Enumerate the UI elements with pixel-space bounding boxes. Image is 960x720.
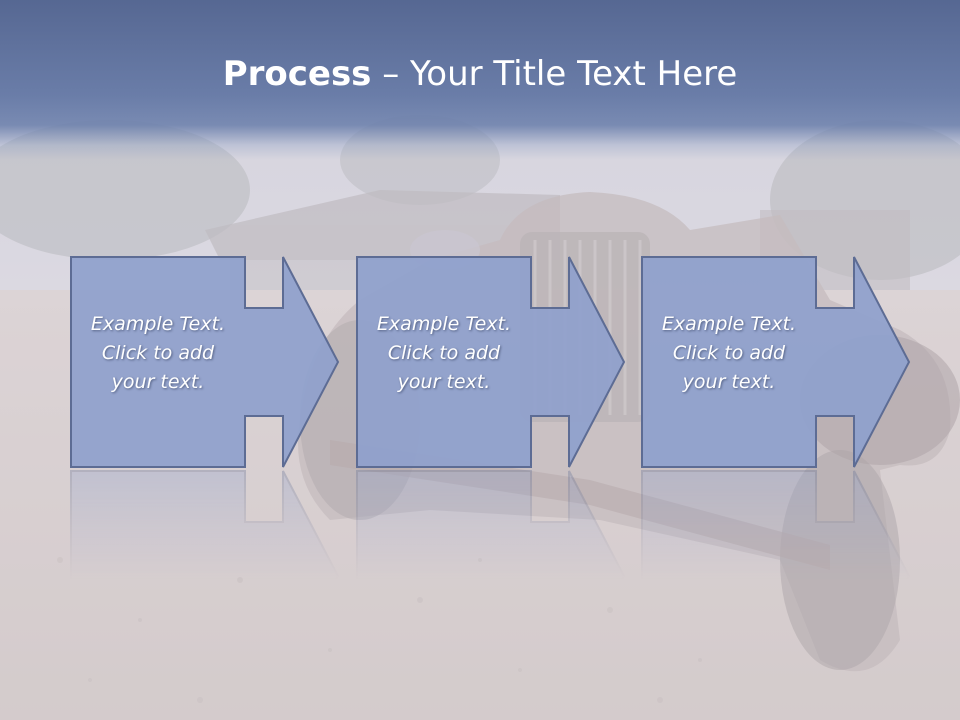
step-arrow-shape [641,256,911,468]
step-text-line-2: Click to add [101,342,215,364]
step-reflection [356,470,646,580]
step-text-line-1: Example Text. [661,313,797,335]
step-text-line-3: your text. [397,371,491,393]
step-text-line-2: Click to add [672,342,786,364]
title-rest-text: – Your Title Text Here [371,54,738,94]
step-reflection [641,470,931,580]
step-text[interactable]: Example Text. Click to add your text. [358,310,530,397]
title-bold-text: Process [222,54,372,94]
title-band [0,0,960,160]
step-text-line-1: Example Text. [90,313,226,335]
process-step-1[interactable]: Example Text. Click to add your text. [70,256,360,580]
process-step-2[interactable]: Example Text. Click to add your text. [356,256,646,580]
step-text[interactable]: Example Text. Click to add your text. [72,310,244,397]
step-reflection [70,470,360,580]
step-text-line-3: your text. [682,371,776,393]
step-arrow-shape [356,256,626,468]
step-text-line-2: Click to add [387,342,501,364]
step-text[interactable]: Example Text. Click to add your text. [643,310,815,397]
slide-title[interactable]: Process – Your Title Text Here [0,52,960,96]
step-text-line-3: your text. [111,371,205,393]
step-arrow-shape [70,256,340,468]
process-step-3[interactable]: Example Text. Click to add your text. [641,256,931,580]
step-text-line-1: Example Text. [376,313,512,335]
